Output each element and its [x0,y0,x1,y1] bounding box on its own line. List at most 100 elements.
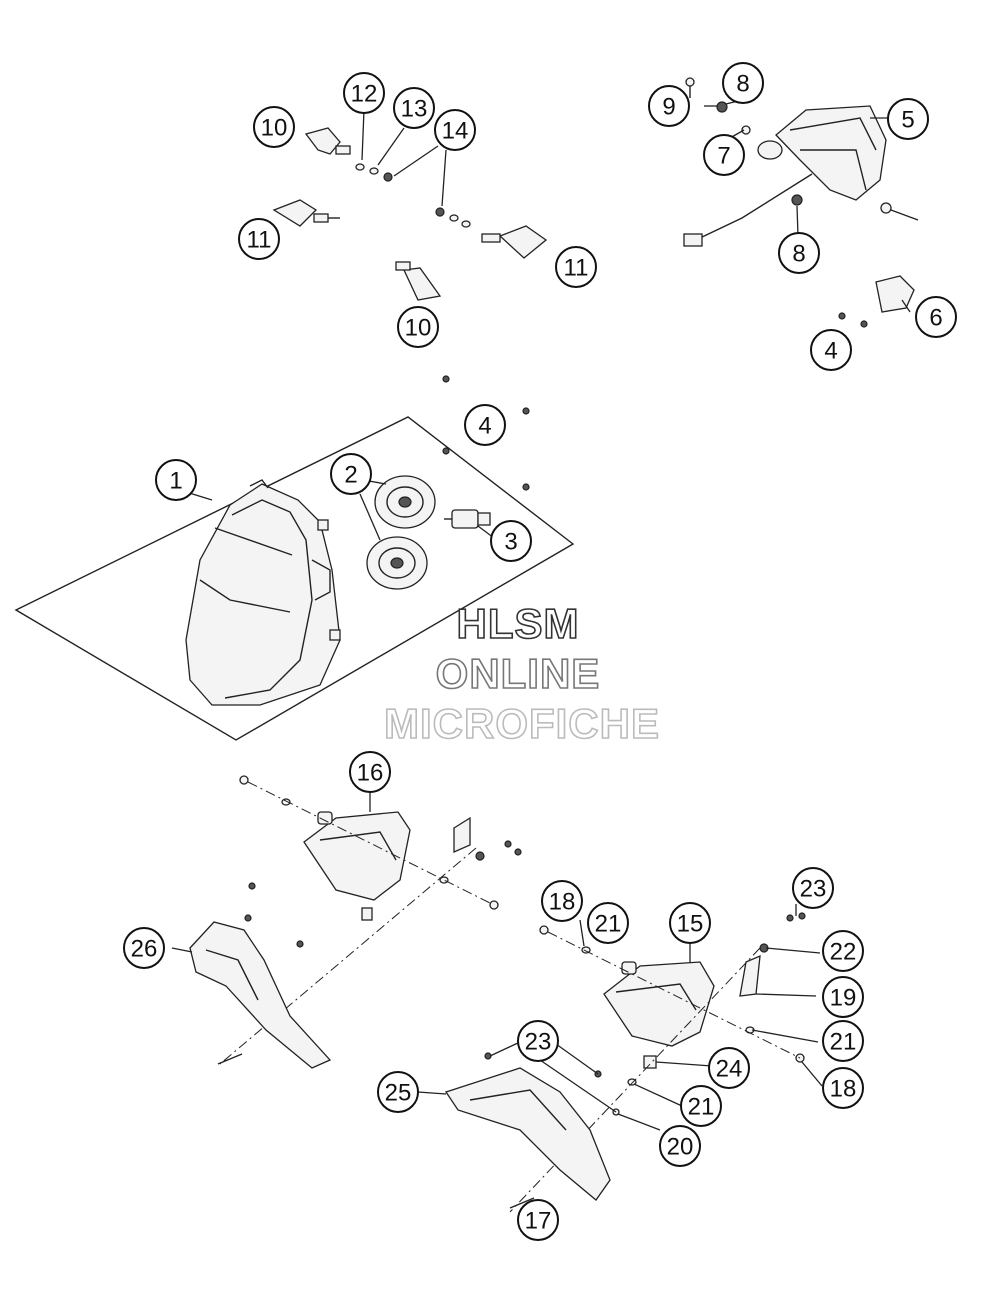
callout-c3: 3 [490,520,532,562]
callout-circle [659,1125,701,1167]
callout-circle [792,867,834,909]
callout-c13: 13 [393,87,435,129]
callout-circle [330,453,372,495]
headlight-bulb[interactable] [444,509,491,529]
callout-c11a: 11 [238,218,280,260]
callout-c16: 16 [349,751,391,793]
callout-circle [708,1047,750,1089]
callout-c21a: 21 [587,902,629,944]
callout-circle [722,62,764,104]
callout-circle [810,329,852,371]
headlight-assembly-group [14,375,575,741]
callout-c9: 9 [648,85,690,127]
callout-circle [343,72,385,114]
callout-circle [703,134,745,176]
turn-signal-front-left[interactable] [304,127,351,155]
callout-number: 12 [351,81,378,108]
callout-number: 21 [595,911,622,938]
callout-c25: 25 [377,1071,419,1113]
callout-number: 24 [716,1056,743,1083]
callout-circle [155,459,197,501]
callout-c12: 12 [343,72,385,114]
callout-circle [517,1020,559,1062]
leader-lines [171,99,911,1131]
callout-circle [887,98,929,140]
turn-signal-front-right[interactable] [481,225,548,259]
bracket-right[interactable] [444,1052,611,1209]
fairing-light-upper[interactable] [303,811,411,901]
callout-circle [822,1067,864,1109]
callout-circle [541,880,583,922]
callout-number: 6 [929,305,942,332]
turn-signal-rear-right[interactable] [395,261,442,301]
callout-c4a: 4 [464,404,506,446]
callout-circle [123,927,165,969]
callout-number: 5 [901,107,914,134]
callout-number: 22 [830,939,857,966]
watermark-line-2: ONLINE [436,650,601,697]
callout-circle [680,1085,722,1127]
callout-c15: 15 [669,902,711,944]
callout-circle [349,751,391,793]
fairing-light-lower[interactable] [603,961,715,1047]
callout-number: 1 [169,468,182,495]
callout-number: 16 [357,760,384,787]
callout-number: 11 [247,227,272,254]
callout-c23b: 23 [517,1020,559,1062]
turn-signal-washers-nuts[interactable] [355,163,471,228]
headlight-housing[interactable] [185,479,341,706]
callout-number: 10 [261,115,288,142]
callout-c21c: 21 [680,1085,722,1127]
headlight-lens-upper[interactable] [374,475,436,529]
callout-c7: 7 [703,134,745,176]
screws-headlight[interactable] [442,375,530,491]
callout-c17: 17 [517,1199,559,1241]
turn-signal-rear-left[interactable] [272,199,340,227]
callout-number: 3 [504,529,517,556]
callout-circle [822,930,864,972]
callout-number: 21 [688,1094,715,1121]
callout-number: 11 [564,255,589,282]
callout-number: 14 [442,118,469,145]
headlight-lens-lower[interactable] [366,536,428,590]
callout-number: 10 [405,315,432,342]
callout-c22: 22 [822,930,864,972]
callout-c11b: 11 [555,246,597,288]
callout-circle [587,902,629,944]
callout-number: 4 [824,338,837,365]
tail-light[interactable] [683,105,887,247]
callout-number: 15 [677,911,704,938]
watermark-line-1: HLSM [457,600,580,647]
callout-c26: 26 [123,927,165,969]
callout-circle [464,404,506,446]
callout-c8a: 8 [722,62,764,104]
callout-number: 2 [344,462,357,489]
callout-c10b: 10 [397,306,439,348]
callout-number: 19 [830,985,857,1012]
callout-c19: 19 [822,976,864,1018]
watermark-line-3: MICROFICHE [384,700,660,747]
callout-number: 25 [385,1080,412,1107]
callout-c21b: 21 [822,1020,864,1062]
callout-circle [397,306,439,348]
upper-mount-hardware[interactable] [239,775,522,910]
callout-number: 4 [478,413,491,440]
callout-c23a: 23 [792,867,834,909]
callout-number: 9 [662,94,675,121]
callout-number: 23 [800,876,827,903]
callout-circle [555,246,597,288]
callout-number: 8 [792,241,805,268]
watermark: HLSM ONLINE MICROFICHE [383,599,660,748]
callout-circle [669,902,711,944]
tail-light-hardware[interactable] [685,77,919,221]
callout-circle [377,1071,419,1113]
callout-number: 18 [549,889,576,916]
callout-number: 17 [525,1208,552,1235]
callout-c10a: 10 [253,106,295,148]
bracket-left[interactable] [189,882,373,1069]
callout-number: 18 [830,1076,857,1103]
callout-c20: 20 [659,1125,701,1167]
callout-circle [517,1199,559,1241]
callout-c18b: 18 [822,1067,864,1109]
